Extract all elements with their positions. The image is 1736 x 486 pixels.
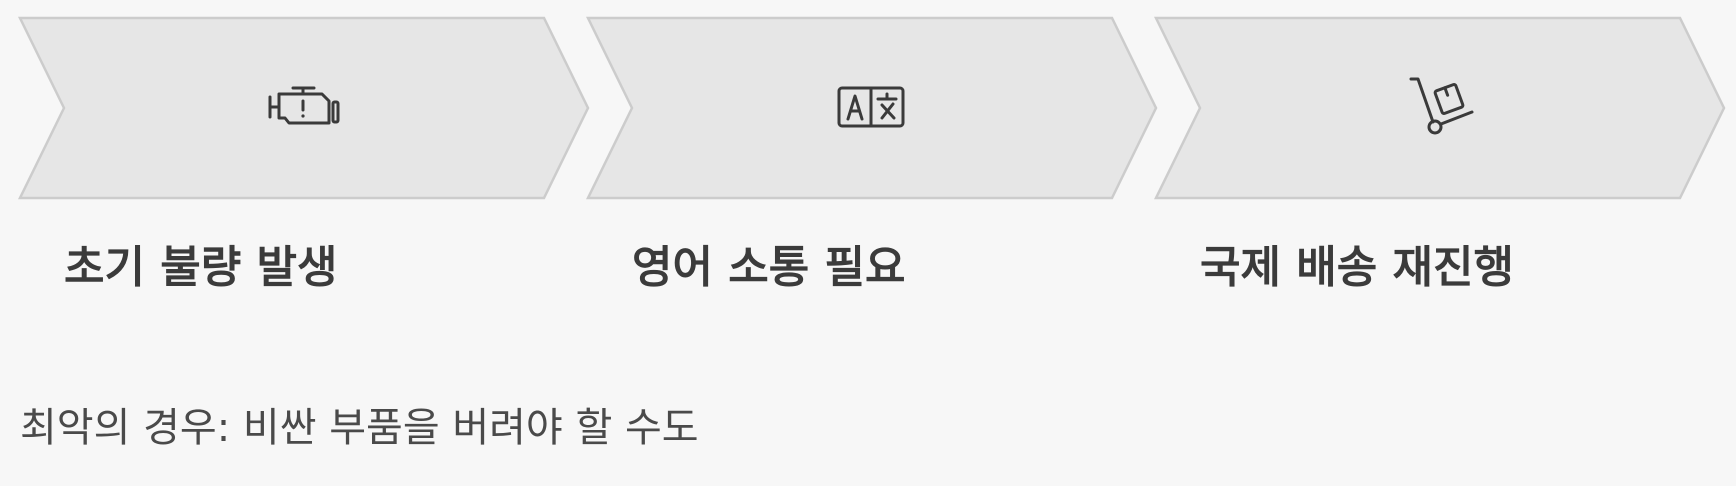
hand-truck-icon <box>1409 77 1474 135</box>
process-flow <box>17 16 1726 200</box>
translate-icon <box>837 86 905 128</box>
step-3-label: 국제 배송 재진행 <box>1200 242 1514 293</box>
footnote-text: 최악의 경우: 비싼 부품을 버려야 할 수도 <box>20 405 699 451</box>
process-step-3 <box>1153 16 1726 200</box>
step-1-label: 초기 불량 발생 <box>64 242 338 293</box>
engine-warning-icon <box>268 86 340 125</box>
step-2-label: 영어 소통 필요 <box>632 242 906 293</box>
process-step-2 <box>585 16 1158 200</box>
process-step-1 <box>17 16 590 200</box>
